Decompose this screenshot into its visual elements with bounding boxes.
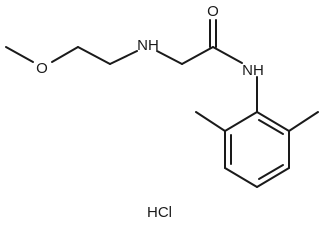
ring-bond-4 bbox=[224, 167, 258, 188]
ring-bond-3 bbox=[256, 167, 290, 188]
ring-inner-bond-2 bbox=[258, 164, 284, 180]
atom-nitrogen-amine: NH bbox=[137, 37, 159, 54]
atom-nitrogen-amide: NH bbox=[242, 62, 264, 79]
bond-ch2-ch2 bbox=[77, 46, 111, 65]
bond-oxygen-ch2 bbox=[51, 46, 79, 63]
bond-ch2-amine bbox=[109, 50, 138, 65]
bond-ring-methyl-right bbox=[288, 111, 319, 132]
bond-skeleton bbox=[5, 19, 319, 188]
bond-ch2-carbonyl bbox=[181, 46, 214, 65]
chemical-structure: O NH O NH HCl bbox=[5, 3, 319, 221]
bond-amine-ch2 bbox=[156, 50, 183, 65]
ring-bond-1 bbox=[256, 111, 290, 132]
bond-ring-methyl-left bbox=[195, 111, 226, 132]
bond-methyl-oxygen bbox=[5, 46, 34, 63]
atom-oxygen-carbonyl: O bbox=[207, 3, 219, 20]
atom-labels: O NH O NH bbox=[36, 3, 264, 79]
bond-carbonyl-amide bbox=[212, 46, 243, 64]
ring-inner-bond-1 bbox=[258, 119, 284, 135]
atom-oxygen-ether: O bbox=[36, 60, 48, 77]
salt-label: HCl bbox=[147, 204, 172, 221]
ring-bond-6 bbox=[224, 111, 258, 132]
